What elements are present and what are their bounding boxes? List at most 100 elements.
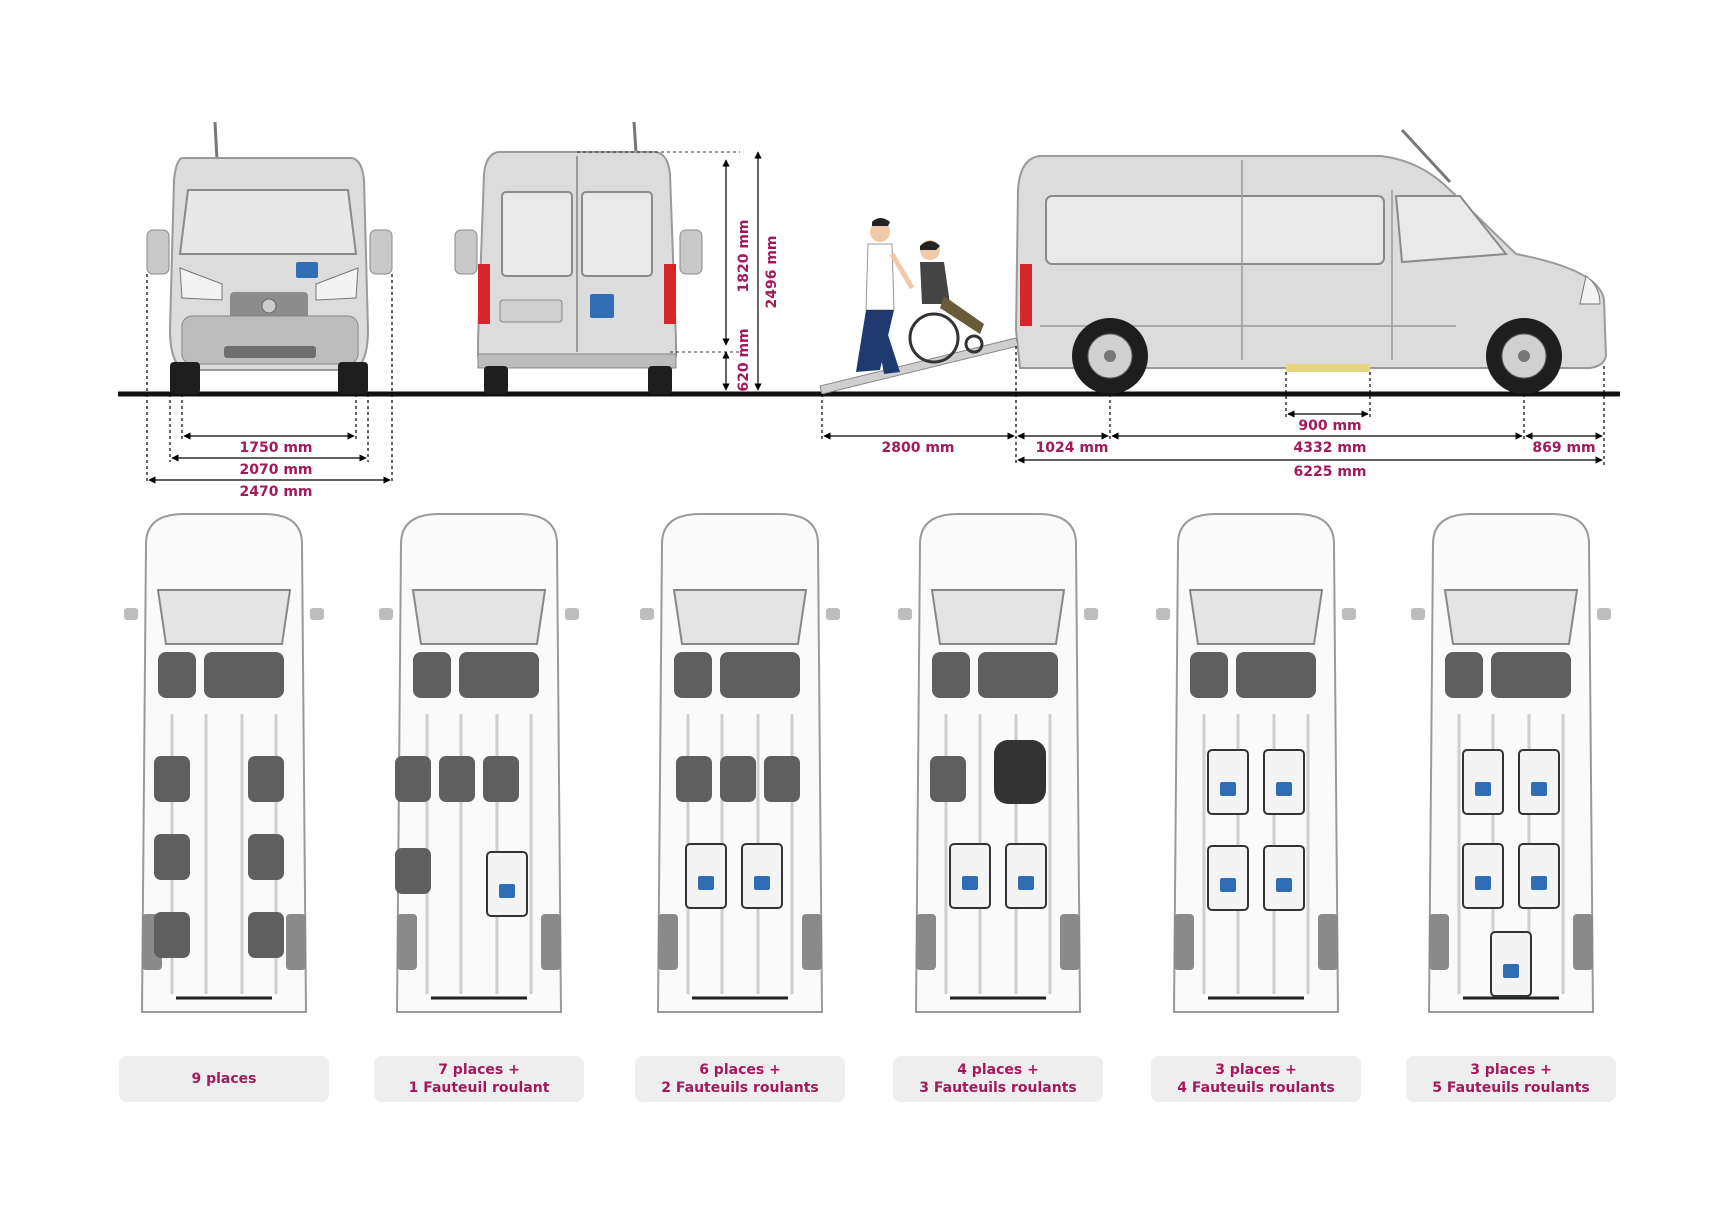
mirror bbox=[379, 608, 393, 620]
van-floor-plan-3 bbox=[640, 513, 840, 1013]
van-floor-plan-1 bbox=[124, 513, 324, 1013]
wheelchair-icon bbox=[1220, 782, 1236, 796]
width-dimension-lines bbox=[146, 274, 393, 484]
passenger-seat bbox=[248, 912, 284, 958]
mirror bbox=[1411, 608, 1425, 620]
dim-front-overhang: 869 mm bbox=[1532, 440, 1595, 456]
wheelchair-icon bbox=[1276, 878, 1292, 892]
driver-seat bbox=[674, 652, 712, 698]
caption-line-2: 4 Fauteuils roulants bbox=[1177, 1080, 1335, 1096]
passenger-bench bbox=[459, 652, 539, 698]
dim-height-total: 2496 mm bbox=[764, 235, 780, 308]
length-dimension-lines bbox=[821, 346, 1605, 466]
mirror bbox=[565, 608, 579, 620]
van-floor-plan-2 bbox=[379, 513, 579, 1013]
driver-seat bbox=[413, 652, 451, 698]
dim-ramp-length: 2800 mm bbox=[881, 440, 954, 456]
wheelchair-icon bbox=[1276, 782, 1292, 796]
wheelchair-icon bbox=[1475, 876, 1491, 890]
mirror bbox=[310, 608, 324, 620]
wheelchair-icon bbox=[754, 876, 770, 890]
mirror bbox=[124, 608, 138, 620]
caption-line-2: 2 Fauteuils roulants bbox=[661, 1080, 819, 1096]
caption-line-1: 7 places + bbox=[438, 1062, 520, 1078]
rear-wheel-arch bbox=[1060, 914, 1080, 970]
rear-wheel-arch bbox=[397, 914, 417, 970]
dim-width-body: 2070 mm bbox=[239, 462, 312, 478]
passenger-bench bbox=[204, 652, 284, 698]
van-side-view bbox=[1014, 128, 1608, 394]
dim-height-interior: 1820 mm bbox=[736, 219, 752, 292]
van-floor-plan-5 bbox=[1156, 513, 1356, 1013]
caption-config-4: 4 places + 3 Fauteuils roulants bbox=[893, 1056, 1103, 1102]
passenger-seat bbox=[720, 756, 756, 802]
passenger-bench bbox=[978, 652, 1058, 698]
caption-config-1: 9 places bbox=[119, 1056, 329, 1102]
dim-width-track: 1750 mm bbox=[239, 440, 312, 456]
caption-config-2: 7 places + 1 Fauteuil roulant bbox=[374, 1056, 584, 1102]
caption-line-1: 4 places + bbox=[957, 1062, 1039, 1078]
passenger-seat bbox=[930, 756, 966, 802]
passenger-seat bbox=[439, 756, 475, 802]
mirror bbox=[1156, 608, 1170, 620]
dim-height-floor: 620 mm bbox=[736, 328, 752, 391]
caption-line-2: 3 Fauteuils roulants bbox=[919, 1080, 1077, 1096]
wheelchair-icon bbox=[1475, 782, 1491, 796]
wheelchair-icon bbox=[1503, 964, 1519, 978]
caption-line-1: 9 places bbox=[191, 1071, 257, 1087]
passenger-seat bbox=[154, 756, 190, 802]
mirror bbox=[1597, 608, 1611, 620]
passenger-seat bbox=[248, 834, 284, 880]
passenger-seat bbox=[395, 756, 431, 802]
wheelchair-icon bbox=[962, 876, 978, 890]
wheelchair-icon bbox=[499, 884, 515, 898]
rear-wheel-arch bbox=[658, 914, 678, 970]
passenger-seat bbox=[764, 756, 800, 802]
rear-wheel-arch bbox=[916, 914, 936, 970]
passenger-seat bbox=[395, 848, 431, 894]
caption-line-1: 3 places + bbox=[1470, 1062, 1552, 1078]
van-rear-view bbox=[454, 121, 762, 394]
rear-wheel-arch bbox=[1429, 914, 1449, 970]
wheelchair-icon bbox=[1018, 876, 1034, 890]
caption-line-2: 5 Fauteuils roulants bbox=[1432, 1080, 1590, 1096]
driver-seat bbox=[158, 652, 196, 698]
van-floor-plan-6 bbox=[1411, 513, 1611, 1013]
dim-side-door: 900 mm bbox=[1298, 418, 1361, 434]
dim-total-length: 6225 mm bbox=[1293, 464, 1366, 480]
caption-config-6: 3 places + 5 Fauteuils roulants bbox=[1406, 1056, 1616, 1102]
caption-line-2: 1 Fauteuil roulant bbox=[408, 1080, 550, 1096]
dim-rear-overhang: 1024 mm bbox=[1035, 440, 1108, 456]
rear-wheel-arch bbox=[1318, 914, 1338, 970]
rear-wheel-arch bbox=[1573, 914, 1593, 970]
wheelchair-icon bbox=[296, 262, 318, 278]
passenger-bench bbox=[1491, 652, 1571, 698]
rear-wheel-arch bbox=[541, 914, 561, 970]
passenger-bench bbox=[720, 652, 800, 698]
rear-wheel-arch bbox=[286, 914, 306, 970]
wheelchair-icon bbox=[1220, 878, 1236, 892]
passenger-seat bbox=[483, 756, 519, 802]
van-floor-plan-4 bbox=[898, 513, 1098, 1013]
caption-config-5: 3 places + 4 Fauteuils roulants bbox=[1151, 1056, 1361, 1102]
passenger-seat bbox=[154, 912, 190, 958]
caption-line-1: 6 places + bbox=[699, 1062, 781, 1078]
driver-seat bbox=[932, 652, 970, 698]
caption-line-1: 3 places + bbox=[1215, 1062, 1297, 1078]
caption-config-3: 6 places + 2 Fauteuils roulants bbox=[635, 1056, 845, 1102]
passenger-seat bbox=[248, 756, 284, 802]
passenger-seat bbox=[676, 756, 712, 802]
wheelchair-icon bbox=[590, 294, 614, 318]
mirror bbox=[898, 608, 912, 620]
rear-wheel-arch bbox=[1174, 914, 1194, 970]
driver-seat bbox=[1190, 652, 1228, 698]
wheelchair-ramp-illustration bbox=[819, 218, 1019, 395]
wheelchair-icon bbox=[698, 876, 714, 890]
dim-wheelbase: 4332 mm bbox=[1293, 440, 1366, 456]
floor-plans bbox=[124, 513, 1611, 1013]
driver-seat bbox=[1445, 652, 1483, 698]
passenger-bench bbox=[1236, 652, 1316, 698]
mirror bbox=[1342, 608, 1356, 620]
rear-wheel-arch bbox=[802, 914, 822, 970]
